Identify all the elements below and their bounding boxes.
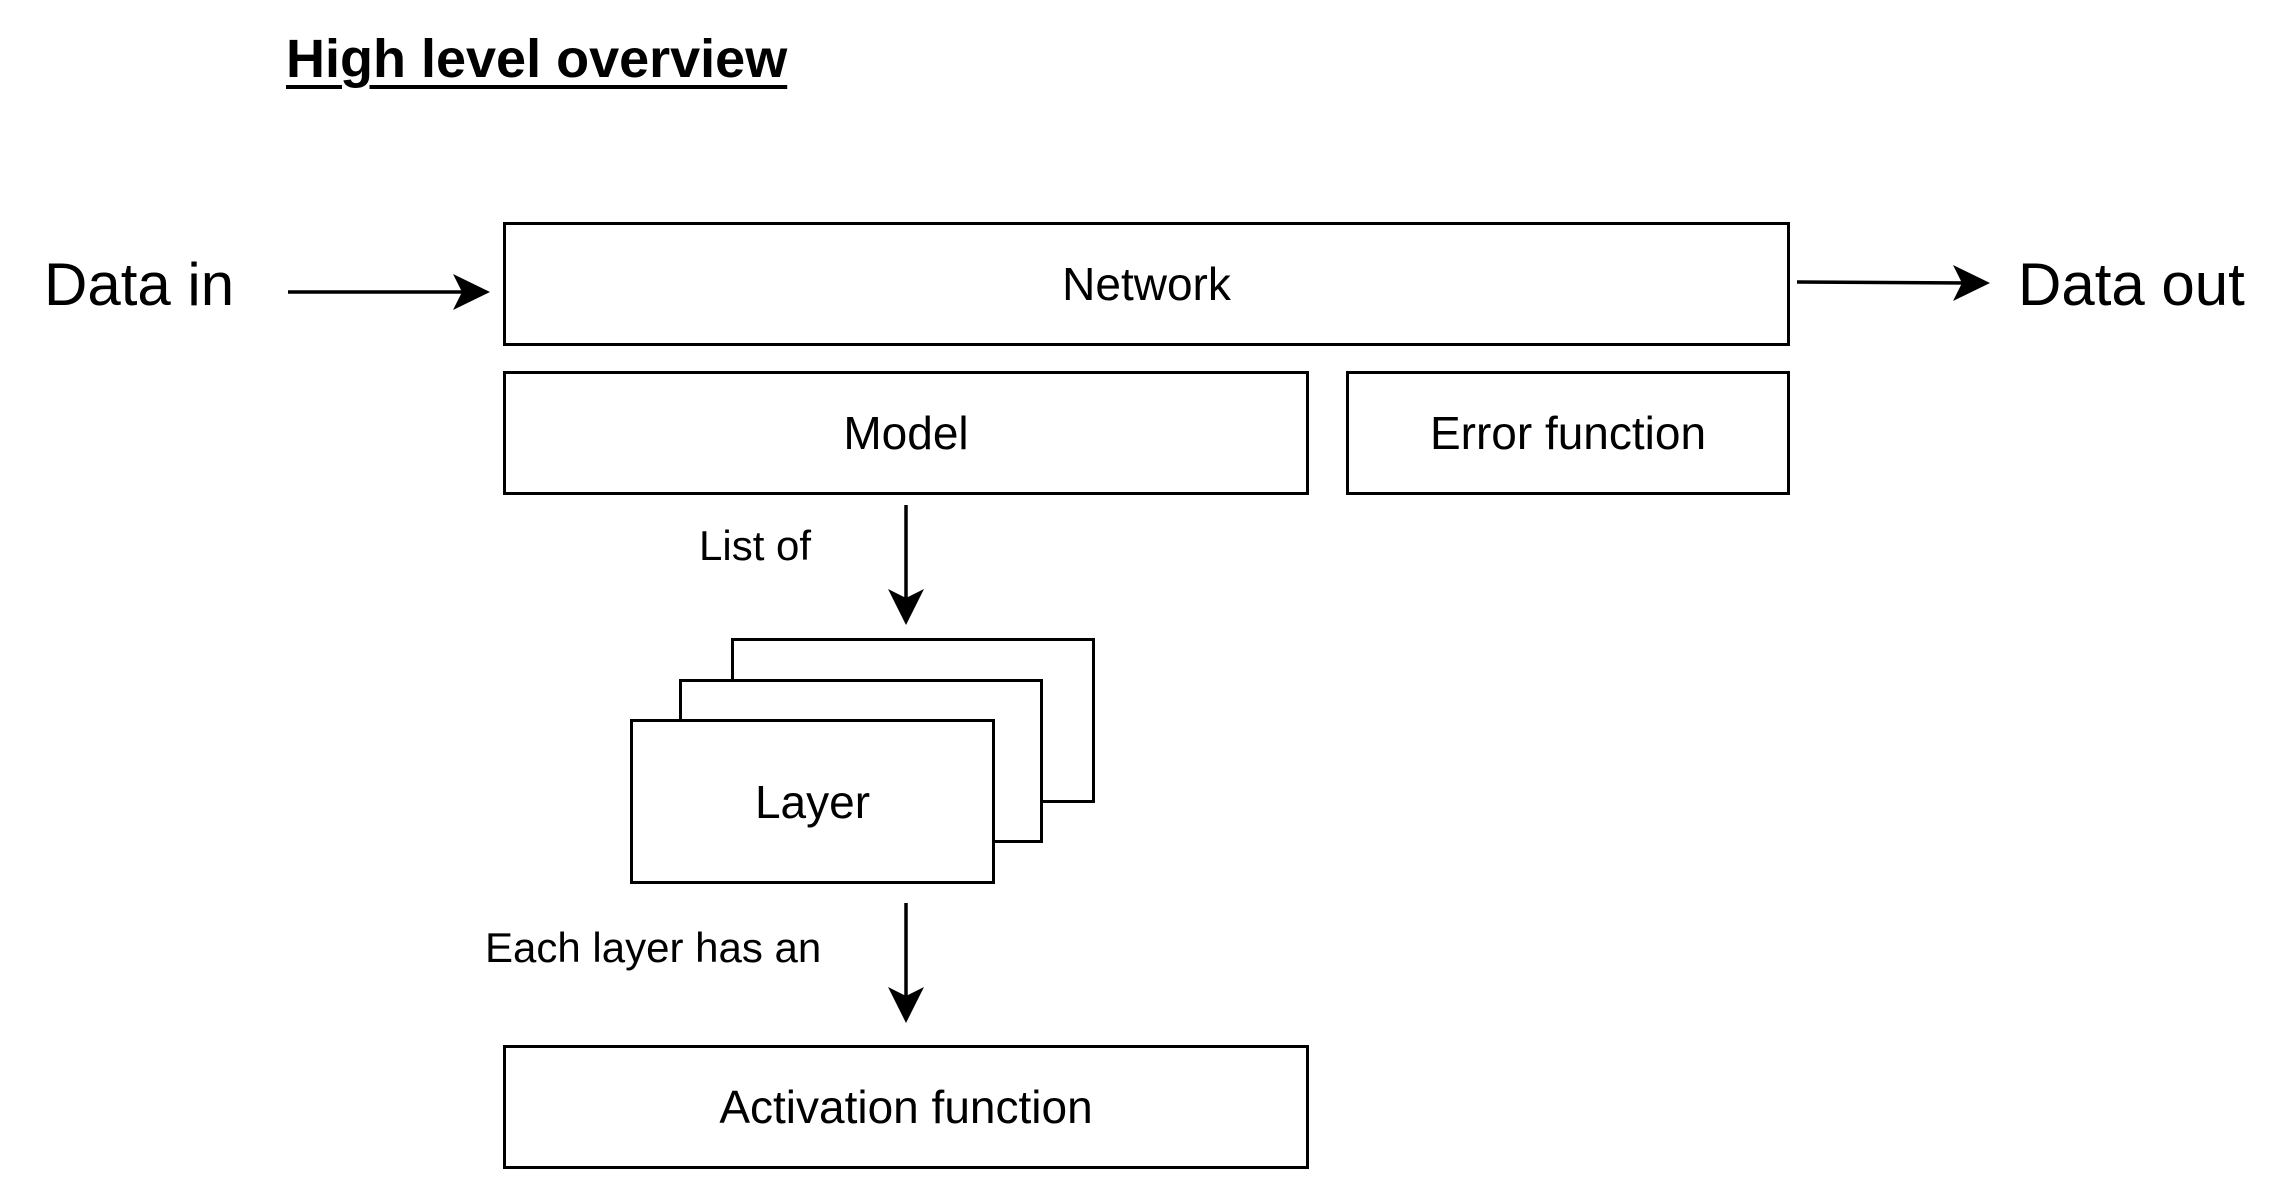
model-label: Model: [843, 407, 969, 459]
list-of-label: List of: [699, 522, 812, 569]
layer-label: Layer: [754, 775, 871, 828]
activation-function-box: Activation function: [503, 1045, 1309, 1169]
data-out-label: Data out: [2018, 251, 2245, 318]
model-box: Model: [503, 371, 1309, 495]
diagram-title: High level overview: [286, 29, 788, 89]
error-function-box: Error function: [1346, 371, 1790, 495]
error-function-label: Error function: [1429, 407, 1707, 459]
arrow-layer-to-activation: [888, 903, 924, 1023]
data-in-label: Data in: [44, 251, 235, 318]
activation-function-label: Activation function: [719, 1081, 1093, 1133]
arrow-model-to-layer: [888, 505, 924, 625]
arrow-network-to-data-out: [1796, 265, 1990, 301]
each-layer-has-an-label: Each layer has an: [485, 924, 822, 971]
network-label: Network: [1062, 258, 1231, 310]
layer-box: Layer: [630, 719, 995, 884]
arrow-data-in-to-network: [288, 274, 490, 310]
network-box: Network: [503, 222, 1790, 346]
